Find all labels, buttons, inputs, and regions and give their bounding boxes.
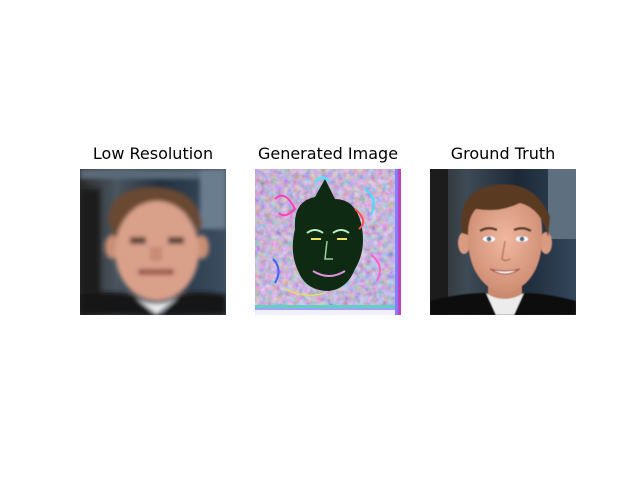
generated-image-panel: Generated Image (255, 144, 401, 315)
low-resolution-panel: Low Resolution (80, 144, 226, 315)
generated-image (255, 169, 401, 315)
ground-truth-title: Ground Truth (450, 144, 556, 163)
ground-truth-image (430, 169, 576, 315)
low-resolution-image (80, 169, 226, 315)
generated-image-title: Generated Image (257, 144, 399, 163)
low-resolution-title: Low Resolution (92, 144, 214, 163)
ground-truth-panel: Ground Truth (430, 144, 576, 315)
